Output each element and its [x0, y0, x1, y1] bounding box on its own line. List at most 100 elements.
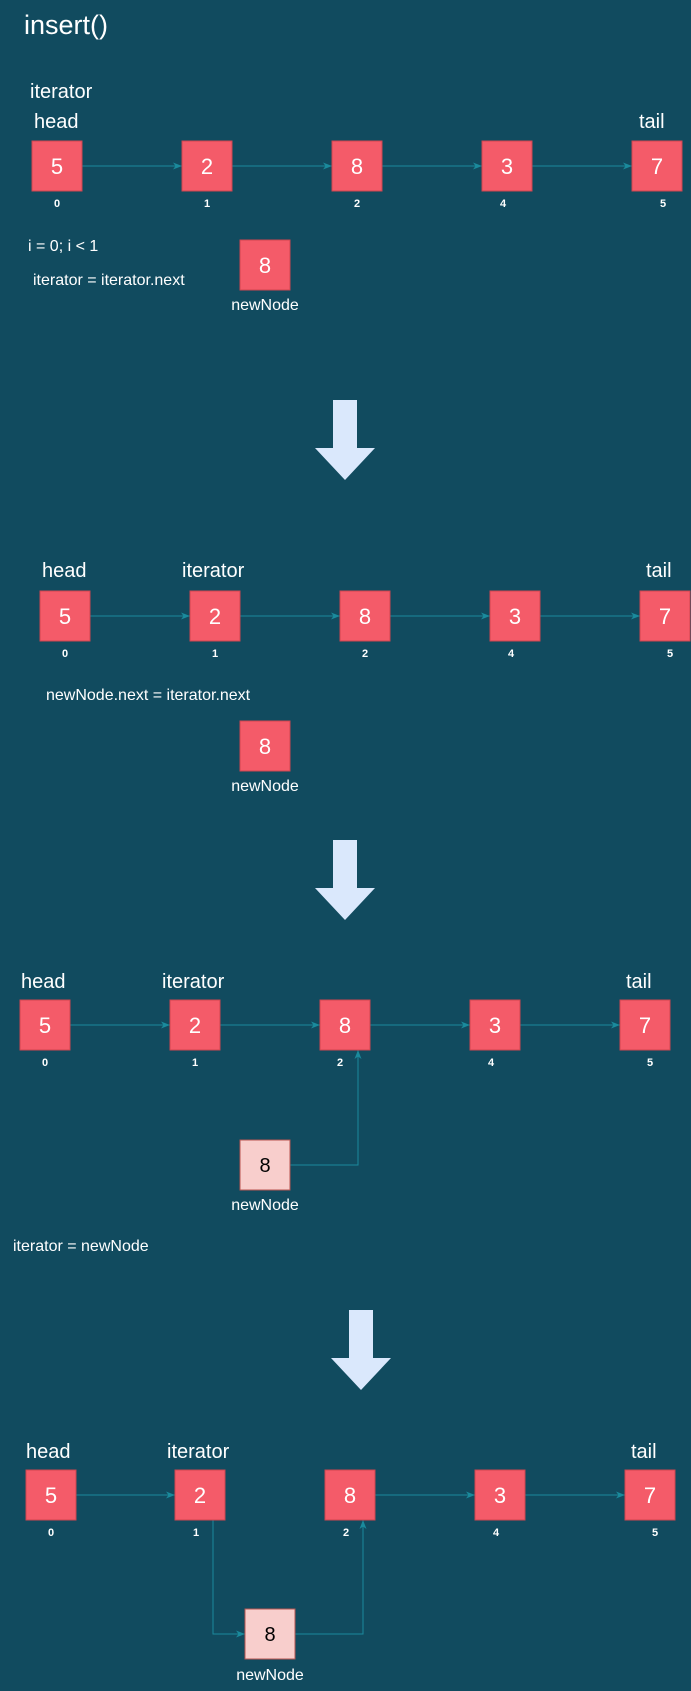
step-2-node-3-index: 4 — [508, 648, 515, 660]
step-3-new-node-box — [239, 1139, 291, 1191]
step-1-node-0-index: 0 — [54, 198, 60, 210]
step-2-node-3: 3 4 — [489, 590, 541, 660]
step-1-node-2-box — [331, 140, 383, 192]
step-2-head-label: head — [42, 560, 87, 582]
step-1-node-0-value: 5 — [51, 154, 63, 179]
step-1-new-node-box — [239, 239, 291, 291]
step-4-edge-1-to-new — [212, 1520, 245, 1638]
down-arrow-icon — [315, 840, 375, 920]
step-4-node-1-value: 2 — [194, 1483, 206, 1508]
step-4-node-2-index: 2 — [343, 1527, 349, 1539]
step-4-node-1-index: 1 — [193, 1527, 199, 1539]
step-2-node-2-index: 2 — [362, 648, 368, 660]
step-2-new-node-box — [239, 720, 291, 772]
step-4-node-4-value: 7 — [644, 1483, 656, 1508]
step-4-edge-new-to-2 — [295, 1520, 367, 1635]
step-3-node-3-box — [469, 999, 521, 1051]
step-2-node-4: 7 5 — [639, 590, 691, 660]
step-2-node-0-box — [39, 590, 91, 642]
step-2-node-3-value: 3 — [509, 604, 521, 629]
step-4-head-label: head — [26, 1441, 71, 1463]
step-3-node-0-value: 5 — [39, 1013, 51, 1038]
step-3-edges — [70, 1021, 620, 1166]
step-2-node-0: 5 0 — [39, 590, 91, 660]
step-4-node-4-box — [624, 1469, 676, 1521]
step-3-node-4-box — [619, 999, 671, 1051]
down-arrow-icon — [315, 400, 375, 480]
step-3-node-3-value: 3 — [489, 1013, 501, 1038]
step-1-node-4-box — [631, 140, 683, 192]
step-2-node-1-value: 2 — [209, 604, 221, 629]
step-2-node-1: 2 1 — [189, 590, 241, 660]
step-2-code-line-1: newNode.next = iterator.next — [46, 687, 251, 704]
step-4: head iterator tail 5 0 2 1 8 2 3 4 — [25, 1441, 676, 1684]
step-1-node-1-index: 1 — [204, 198, 210, 210]
step-1-node-1: 2 1 — [181, 140, 233, 210]
step-2-node-1-box — [189, 590, 241, 642]
step-4-node-1-box — [174, 1469, 226, 1521]
step-2-iterator-label: iterator — [182, 560, 245, 582]
step-4-new-node-label: newNode — [236, 1667, 304, 1684]
step-4-node-0: 5 0 — [25, 1469, 77, 1539]
step-3-node-1-box — [169, 999, 221, 1051]
step-1-node-4-index: 5 — [660, 198, 666, 210]
step-2-node-1-index: 1 — [212, 648, 218, 660]
step-3-edge-new-to-2 — [290, 1050, 362, 1166]
step-3-node-4: 7 5 — [619, 999, 671, 1069]
step-1-node-3-index: 4 — [500, 198, 507, 210]
step-1-node-1-value: 2 — [201, 154, 213, 179]
step-4-new-node-value: 8 — [264, 1624, 275, 1646]
step-3-node-2-value: 8 — [339, 1013, 351, 1038]
step-1-code-line-1: i = 0; i < 1 — [28, 238, 98, 255]
step-1-node-2-index: 2 — [354, 198, 360, 210]
step-1-new-node: 8 newNode — [231, 239, 299, 314]
step-3-node-1-value: 2 — [189, 1013, 201, 1038]
step-3-node-0: 5 0 — [19, 999, 71, 1069]
step-3-iterator-label: iterator — [162, 971, 225, 993]
step-3-head-label: head — [21, 971, 66, 993]
diagram-title: insert() — [24, 10, 108, 40]
step-4-edges — [76, 1491, 625, 1638]
step-1-node-2: 8 2 — [331, 140, 383, 210]
step-2-node-4-box — [639, 590, 691, 642]
step-4-node-4: 7 5 — [624, 1469, 676, 1539]
step-3-node-2: 8 2 — [319, 999, 371, 1069]
step-1-iterator-label: iterator — [30, 81, 93, 103]
step-4-new-node: 8 newNode — [236, 1608, 304, 1684]
step-1-node-4-value: 7 — [651, 154, 663, 179]
step-2-node-4-index: 5 — [667, 648, 673, 660]
step-3-node-0-index: 0 — [42, 1057, 48, 1069]
step-2-node-2-value: 8 — [359, 604, 371, 629]
step-1-node-3: 3 4 — [481, 140, 533, 210]
step-4-tail-label: tail — [631, 1441, 657, 1463]
step-2-node-4-value: 7 — [659, 604, 671, 629]
step-1-node-1-box — [181, 140, 233, 192]
step-1-tail-label: tail — [639, 111, 665, 133]
step-3-node-3: 3 4 — [469, 999, 521, 1069]
step-4-node-3-value: 3 — [494, 1483, 506, 1508]
step-4-node-2-box — [324, 1469, 376, 1521]
step-3-new-node-label: newNode — [231, 1197, 299, 1214]
step-4-node-3: 3 4 — [474, 1469, 526, 1539]
step-1-node-0: 5 0 — [31, 140, 83, 210]
step-2-node-3-box — [489, 590, 541, 642]
step-4-node-3-box — [474, 1469, 526, 1521]
step-2-new-node-label: newNode — [231, 778, 299, 795]
step-1-node-2-value: 8 — [351, 154, 363, 179]
step-3-node-2-index: 2 — [337, 1057, 343, 1069]
step-2-node-2: 8 2 — [339, 590, 391, 660]
step-1-new-node-value: 8 — [259, 253, 271, 278]
step-2-new-node: 8 newNode — [231, 720, 299, 795]
step-3-new-node: 8 newNode — [231, 1139, 299, 1214]
step-1-node-0-box — [31, 140, 83, 192]
step-4-node-2-value: 8 — [344, 1483, 356, 1508]
step-1: iterator head tail 5 0 2 1 8 2 3 4 — [28, 81, 683, 314]
step-1-node-3-value: 3 — [501, 154, 513, 179]
step-3-node-1: 2 1 — [169, 999, 221, 1069]
step-3-node-2-box — [319, 999, 371, 1051]
step-4-node-4-index: 5 — [652, 1527, 658, 1539]
step-3: head iterator tail 5 0 2 1 8 2 3 4 — [13, 971, 671, 1255]
step-3-node-4-value: 7 — [639, 1013, 651, 1038]
step-2-node-2-box — [339, 590, 391, 642]
